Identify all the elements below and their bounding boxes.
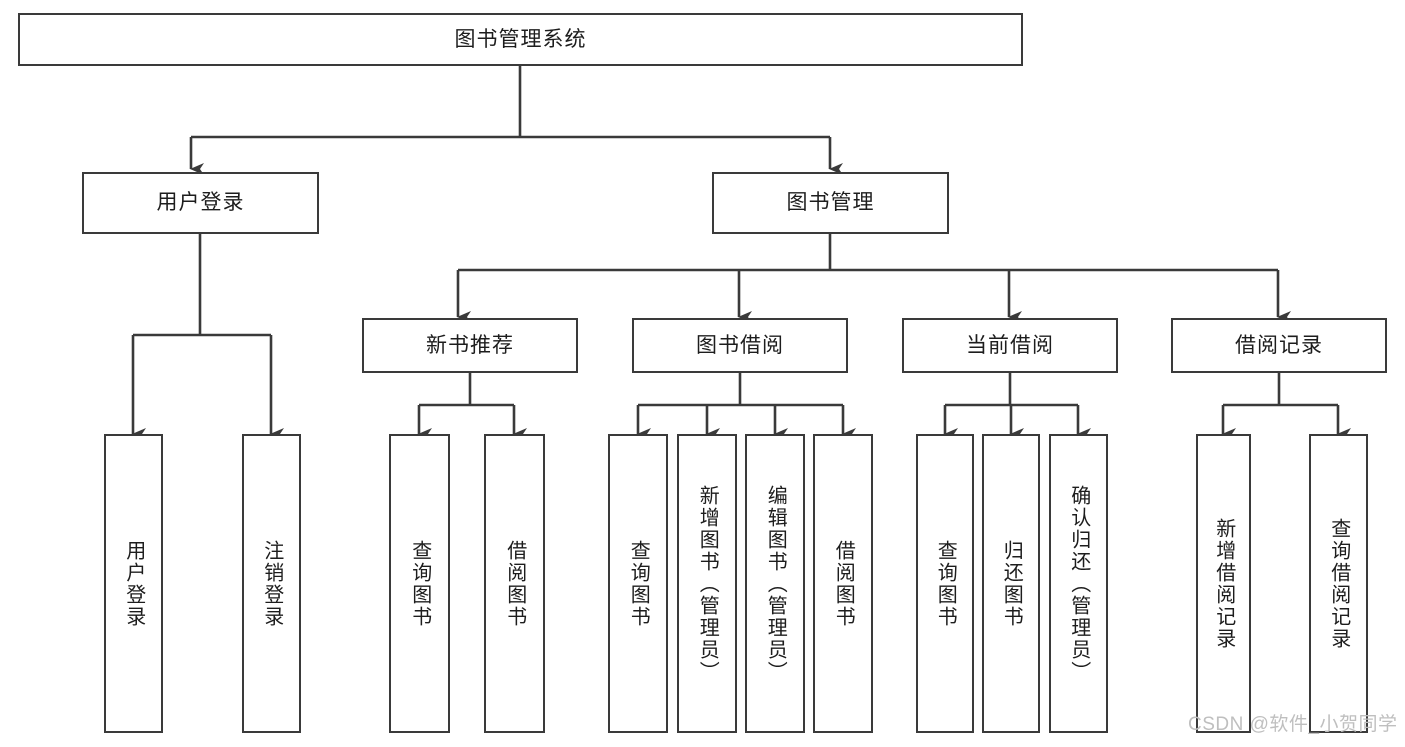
leaf-query-borrow-record[interactable]: 查询借阅记录 (1309, 434, 1368, 733)
leaf-add-borrow-record[interactable]: 新增借阅记录 (1196, 434, 1251, 733)
node-label: 借阅记录 (1235, 333, 1323, 357)
leaf-borrow-book-recommend[interactable]: 借阅图书 (484, 434, 545, 733)
node-label: 新增借阅记录 (1212, 517, 1235, 650)
node-label: 图书借阅 (696, 333, 784, 357)
node-label: 查询图书 (408, 539, 431, 628)
node-label: 查询图书 (627, 539, 650, 628)
csdn-watermark: CSDN @软件_小贺同学 (1188, 714, 1398, 735)
node-label: 注销登录 (260, 539, 283, 628)
node-label: 借阅图书 (832, 539, 855, 628)
node-label: 编辑图书（管理员） (764, 484, 787, 683)
node-new-book-recommend[interactable]: 新书推荐 (362, 318, 578, 373)
leaf-user-login[interactable]: 用户登录 (104, 434, 163, 733)
node-label: 用户登录 (156, 191, 245, 215)
node-label: 图书管理系统 (454, 27, 587, 51)
node-label: 查询图书 (934, 539, 957, 628)
node-label: 新书推荐 (426, 333, 514, 357)
leaf-return-book[interactable]: 归还图书 (982, 434, 1040, 733)
node-root-system[interactable]: 图书管理系统 (18, 13, 1023, 66)
node-current-borrow[interactable]: 当前借阅 (902, 318, 1118, 373)
leaf-edit-book-admin[interactable]: 编辑图书（管理员） (745, 434, 805, 733)
node-label: 确认归还（管理员） (1067, 484, 1090, 683)
leaf-add-book-admin[interactable]: 新增图书（管理员） (677, 434, 737, 733)
leaf-query-book-current[interactable]: 查询图书 (916, 434, 974, 733)
node-borrow-record[interactable]: 借阅记录 (1171, 318, 1387, 373)
leaf-query-book-borrow[interactable]: 查询图书 (608, 434, 668, 733)
node-label: 归还图书 (1000, 539, 1023, 628)
node-user-login[interactable]: 用户登录 (82, 172, 319, 234)
leaf-query-book-recommend[interactable]: 查询图书 (389, 434, 450, 733)
node-book-management[interactable]: 图书管理 (712, 172, 949, 234)
node-label: 查询借阅记录 (1327, 517, 1350, 650)
node-label: 图书管理 (786, 191, 875, 215)
node-label: 借阅图书 (503, 539, 526, 628)
leaf-borrow-book[interactable]: 借阅图书 (813, 434, 873, 733)
node-label: 新增图书（管理员） (696, 484, 719, 683)
node-label: 用户登录 (122, 539, 145, 628)
leaf-logout[interactable]: 注销登录 (242, 434, 301, 733)
node-label: 当前借阅 (966, 333, 1054, 357)
leaf-confirm-return-admin[interactable]: 确认归还（管理员） (1049, 434, 1108, 733)
node-book-borrow[interactable]: 图书借阅 (632, 318, 848, 373)
